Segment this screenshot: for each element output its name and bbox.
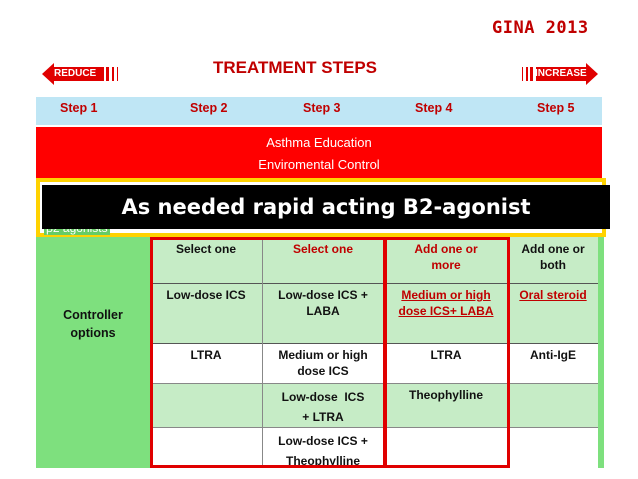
header-step5: Add one or both: [508, 237, 598, 283]
cell-r2-step3-text: Medium or high dose ICS: [278, 348, 368, 378]
gina-label: GINA 2013: [492, 18, 589, 38]
controller-right-strip: [598, 237, 604, 468]
header-step4: Add one or more: [384, 237, 508, 283]
step-2-label: Step 2: [190, 101, 228, 115]
cell-r1-step4-text: Medium or high dose ICS+ LABA: [398, 288, 494, 318]
cell-r3-step3-text: Low-dose ICS + LTRA: [281, 390, 368, 424]
cell-r2-step2-text: LTRA: [190, 348, 222, 362]
reduce-label: REDUCE: [54, 68, 97, 79]
controller-label-line-2: options: [70, 326, 116, 340]
cell-r4-step2: [150, 427, 262, 468]
grid-line: [150, 427, 598, 428]
increase-arrow: INCREASE: [516, 63, 598, 85]
grid-line: [150, 283, 598, 284]
step-3-label: Step 3: [303, 101, 341, 115]
increase-arrow-icon: [522, 63, 598, 85]
grid-line: [150, 343, 598, 344]
grid-line: [150, 383, 598, 384]
reduce-arrow-icon: [42, 63, 118, 85]
education-band: [36, 127, 602, 178]
cell-r2-step2: LTRA: [150, 343, 262, 383]
cell-r1-step4: Medium or high dose ICS+ LABA: [384, 283, 508, 343]
header-step3: Select one: [262, 237, 384, 283]
reduce-arrow: REDUCE: [42, 63, 124, 85]
cell-r4-step3: Low-dose ICS + Theophylline: [262, 427, 384, 468]
cell-r1-step5-text: Oral steroid: [519, 288, 587, 302]
cell-r1-step2-text: Low-dose ICS: [166, 288, 246, 302]
cell-r4-step4: [384, 427, 508, 468]
header-step4-text: Add one or more: [414, 242, 478, 272]
cell-r1-step5: Oral steroid: [508, 283, 598, 343]
reliever-caption: As needed rapid acting B2-agonist: [42, 185, 610, 229]
asthma-education-text: Asthma Education: [266, 135, 372, 150]
cell-r3-step2: [150, 383, 262, 427]
cell-r2-step5: Anti-IgE: [508, 343, 598, 383]
step-1-label: Step 1: [60, 101, 98, 115]
cell-r3-step3: Low-dose ICS + LTRA: [262, 383, 384, 427]
cell-r3-step4-text: Theophylline: [408, 388, 483, 402]
cell-r2-step3: Medium or high dose ICS: [262, 343, 384, 383]
cell-r3-step4: Theophylline: [384, 383, 508, 427]
increase-label: INCREASE: [535, 68, 587, 79]
step4-outline: [384, 237, 510, 468]
cell-r3-step5: [508, 383, 598, 427]
cell-r2-step4-text: LTRA: [430, 348, 462, 362]
controller-label-line-1: Controller: [63, 308, 123, 322]
cell-r1-step3-text: Low-dose ICS + LABA: [278, 288, 368, 318]
cell-r1-step2: Low-dose ICS: [150, 283, 262, 343]
cell-r2-step5-text: Anti-IgE: [530, 348, 576, 362]
header-step2-text: Select one: [175, 242, 237, 256]
cell-r4-step3-text: Low-dose ICS + Theophylline: [278, 434, 368, 468]
steps-bar: [36, 97, 602, 125]
step-5-label: Step 5: [537, 101, 575, 115]
step2-3-outline: [150, 237, 386, 468]
environmental-control-text: Enviromental Control: [258, 157, 380, 172]
controller-options-label: Controller options: [36, 306, 150, 342]
cell-r1-step3: Low-dose ICS + LABA: [262, 283, 384, 343]
header-step2: Select one: [150, 237, 262, 283]
header-step3-text: Select one: [292, 242, 354, 256]
page-title: TREATMENT STEPS: [212, 58, 378, 77]
cell-r2-step4: LTRA: [384, 343, 508, 383]
controller-column: [36, 237, 150, 468]
cell-r4-step5: [508, 427, 598, 468]
header-step5-text: Add one or both: [521, 242, 585, 272]
grid-line: [262, 237, 263, 468]
step-4-label: Step 4: [415, 101, 453, 115]
